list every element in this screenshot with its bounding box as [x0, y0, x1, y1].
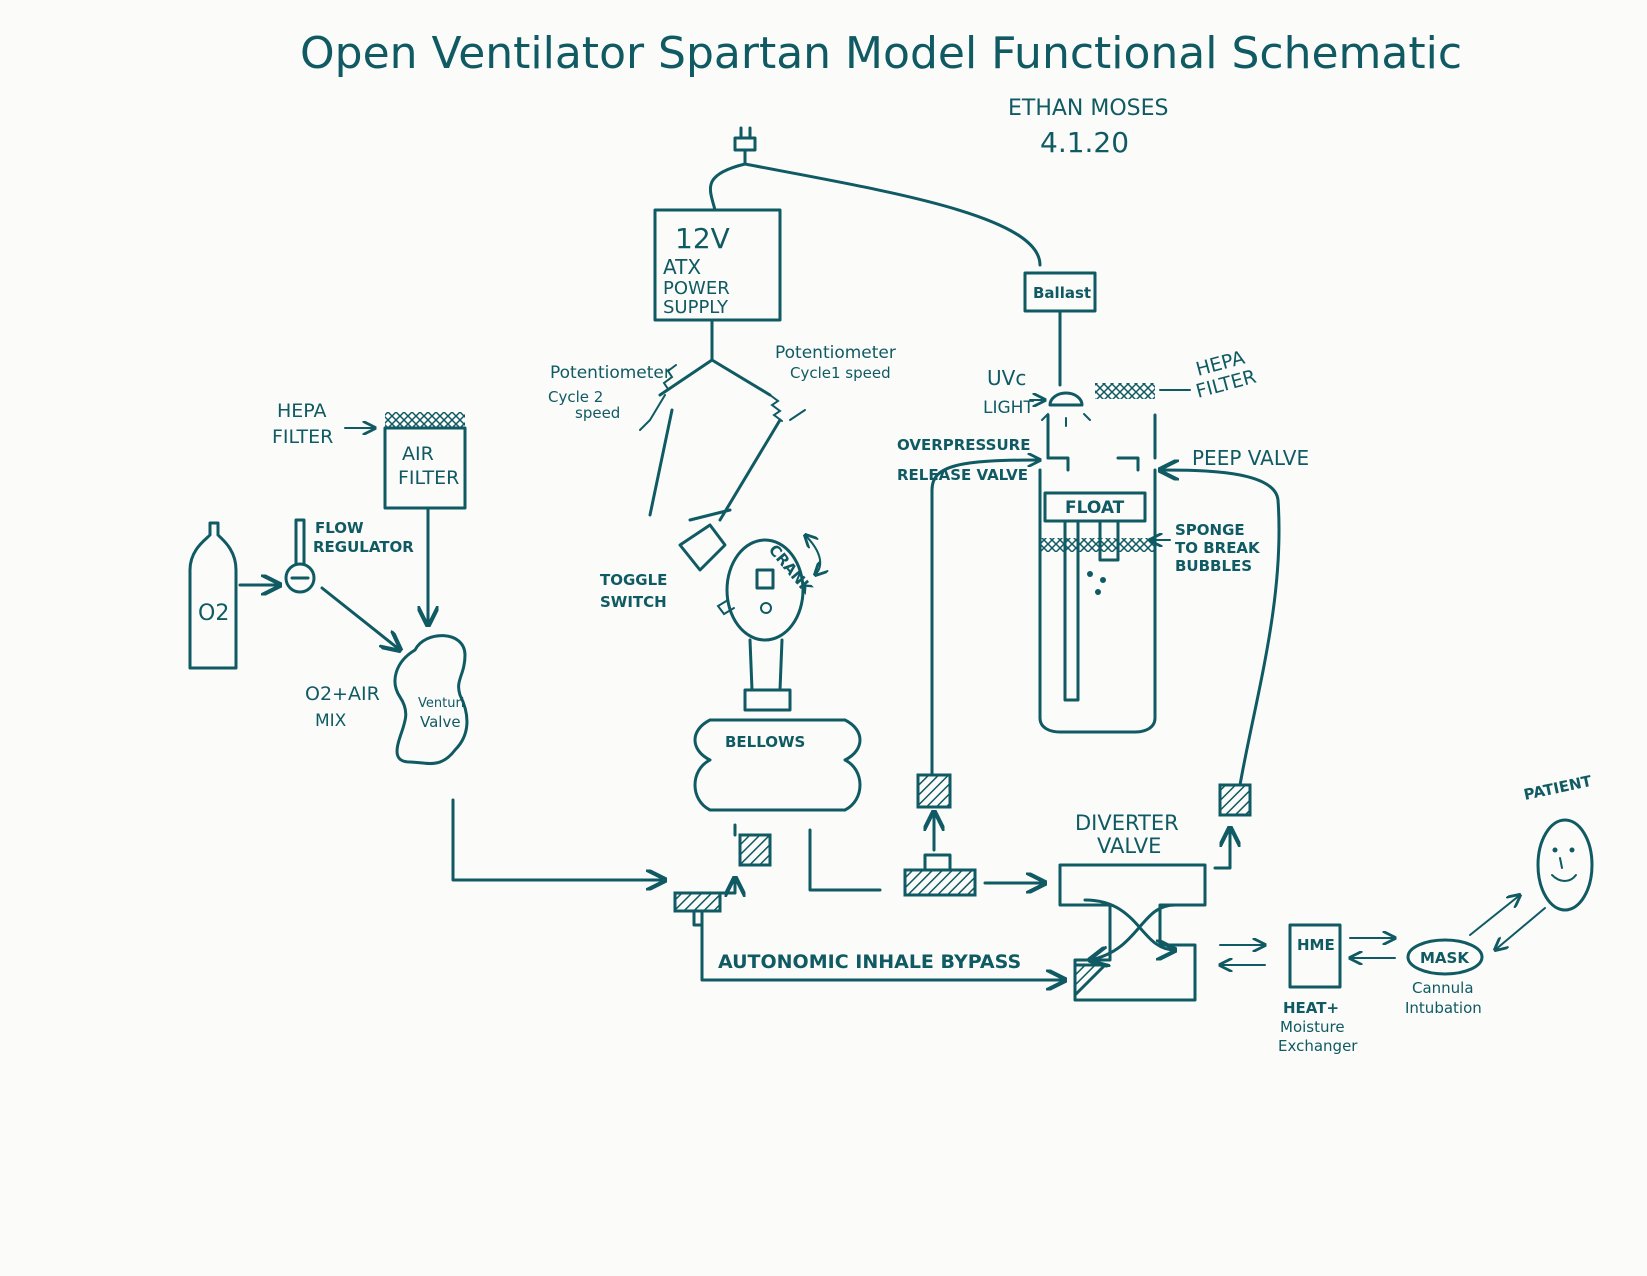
toggle-label-line1: TOGGLE — [600, 571, 667, 589]
drawing-date: 4.1.20 — [1040, 126, 1129, 159]
venturi-label-line1: Venturi — [418, 696, 464, 711]
mix-label-line1: O2+AIR — [305, 683, 380, 705]
sponge-label-line2: TO BREAK — [1175, 539, 1261, 557]
flow-label-line2: REGULATOR — [313, 538, 414, 556]
uvc-light: UVc LIGHT — [983, 366, 1091, 427]
o2-tank-label: O2 — [198, 601, 229, 626]
mask: MASK Cannula Intubation — [1405, 938, 1484, 1017]
peep-valve: PEEP VALVE — [1160, 446, 1309, 817]
hme-label: HME — [1297, 936, 1335, 954]
mix-label-line2: MIX — [315, 711, 347, 731]
diverter-label-line1: DIVERTER — [1075, 811, 1179, 835]
potentiometer-cycle2: Potentiometer Cycle 2 speed — [548, 363, 677, 431]
hme-label-line1: HEAT+ — [1283, 999, 1339, 1017]
hepa-filter-top: HEPA FILTER — [1095, 347, 1259, 403]
pot2-label-line3: speed — [575, 404, 620, 422]
uvc-label-line2: LIGHT — [983, 398, 1034, 418]
float-label: FLOAT — [1065, 498, 1125, 518]
toggle-switch-icon: TOGGLE SWITCH — [600, 508, 732, 611]
pot2-label-line2: Cycle 2 — [548, 388, 603, 406]
hme-label-line2: Moisture — [1280, 1018, 1345, 1036]
overpressure-label-line1: OVERPRESSURE — [897, 436, 1030, 454]
hme-exchanger: HME HEAT+ Moisture Exchanger — [1220, 923, 1358, 1055]
mask-label: MASK — [1420, 949, 1470, 967]
air-filter: AIR FILTER — [383, 412, 467, 625]
bellows: BELLOWS — [693, 718, 882, 892]
tee-junction-left — [673, 891, 722, 913]
pot1-label-line1: Potentiometer — [775, 343, 896, 363]
schematic-title: Open Ventilator Spartan Model Functional… — [300, 28, 1462, 79]
patient-face-icon: PATIENT — [1522, 772, 1594, 912]
hepa-filter-left: HEPA FILTER — [272, 400, 375, 448]
flow-label-line1: FLOW — [315, 519, 364, 537]
peep-valve-label: PEEP VALVE — [1192, 446, 1309, 470]
crank-mechanism: CRANK — [716, 535, 820, 712]
hme-label-line3: Exchanger — [1278, 1037, 1358, 1055]
float-reservoir: FLOAT SPONGE TO BREAK BUBBLES — [1038, 413, 1261, 734]
hepa-left-label-line1: HEPA — [277, 400, 327, 422]
diverter-valve: DIVERTER VALVE — [1058, 811, 1207, 1002]
patient-label: PATIENT — [1522, 772, 1594, 804]
uvc-label-line1: UVc — [987, 366, 1026, 390]
ballast-label: Ballast — [1033, 284, 1091, 302]
pot2-label-line1: Potentiometer — [550, 363, 671, 383]
atx-power-supply: 12V ATX POWER SUPPLY — [653, 208, 782, 322]
hepa-left-label-line2: FILTER — [272, 426, 333, 448]
venturi-valve: Venturi Valve — [393, 634, 469, 765]
o2-tank: O2 — [188, 521, 280, 670]
venturi-label-line2: Valve — [420, 713, 461, 731]
power-plug-icon — [708, 126, 1042, 267]
toggle-label-line2: SWITCH — [600, 593, 667, 611]
tee-junction-right — [903, 868, 977, 897]
author-name: ETHAN MOSES — [1008, 96, 1169, 121]
psu-label-line3: SUPPLY — [663, 297, 729, 318]
overpressure-release-valve: OVERPRESSURE RELEASE VALVE — [897, 436, 1042, 852]
psu-label-line2: POWER — [663, 278, 730, 299]
bellows-label: BELLOWS — [725, 733, 805, 751]
psu-label-line1: ATX — [663, 255, 701, 279]
diverter-label-line2: VALVE — [1097, 834, 1161, 858]
potentiometer-cycle1: Potentiometer Cycle1 speed — [769, 343, 896, 422]
flow-regulator: FLOW REGULATOR — [284, 518, 414, 650]
pot1-label-line2: Cycle1 speed — [790, 364, 891, 382]
air-filter-label-line1: AIR — [402, 443, 434, 465]
mask-label-line1: Cannula — [1412, 979, 1474, 997]
mask-label-line2: Intubation — [1405, 999, 1482, 1017]
ballast-box: Ballast — [1023, 271, 1097, 387]
bypass-label: AUTONOMIC INHALE BYPASS — [718, 951, 1021, 973]
check-valve-bellows — [738, 833, 772, 867]
air-filter-label-line2: FILTER — [398, 467, 459, 489]
overpressure-label-line2: RELEASE VALVE — [897, 466, 1028, 484]
sponge-label-line1: SPONGE — [1175, 521, 1245, 539]
psu-voltage-label: 12V — [675, 222, 730, 255]
sponge-label-line3: BUBBLES — [1175, 557, 1252, 575]
